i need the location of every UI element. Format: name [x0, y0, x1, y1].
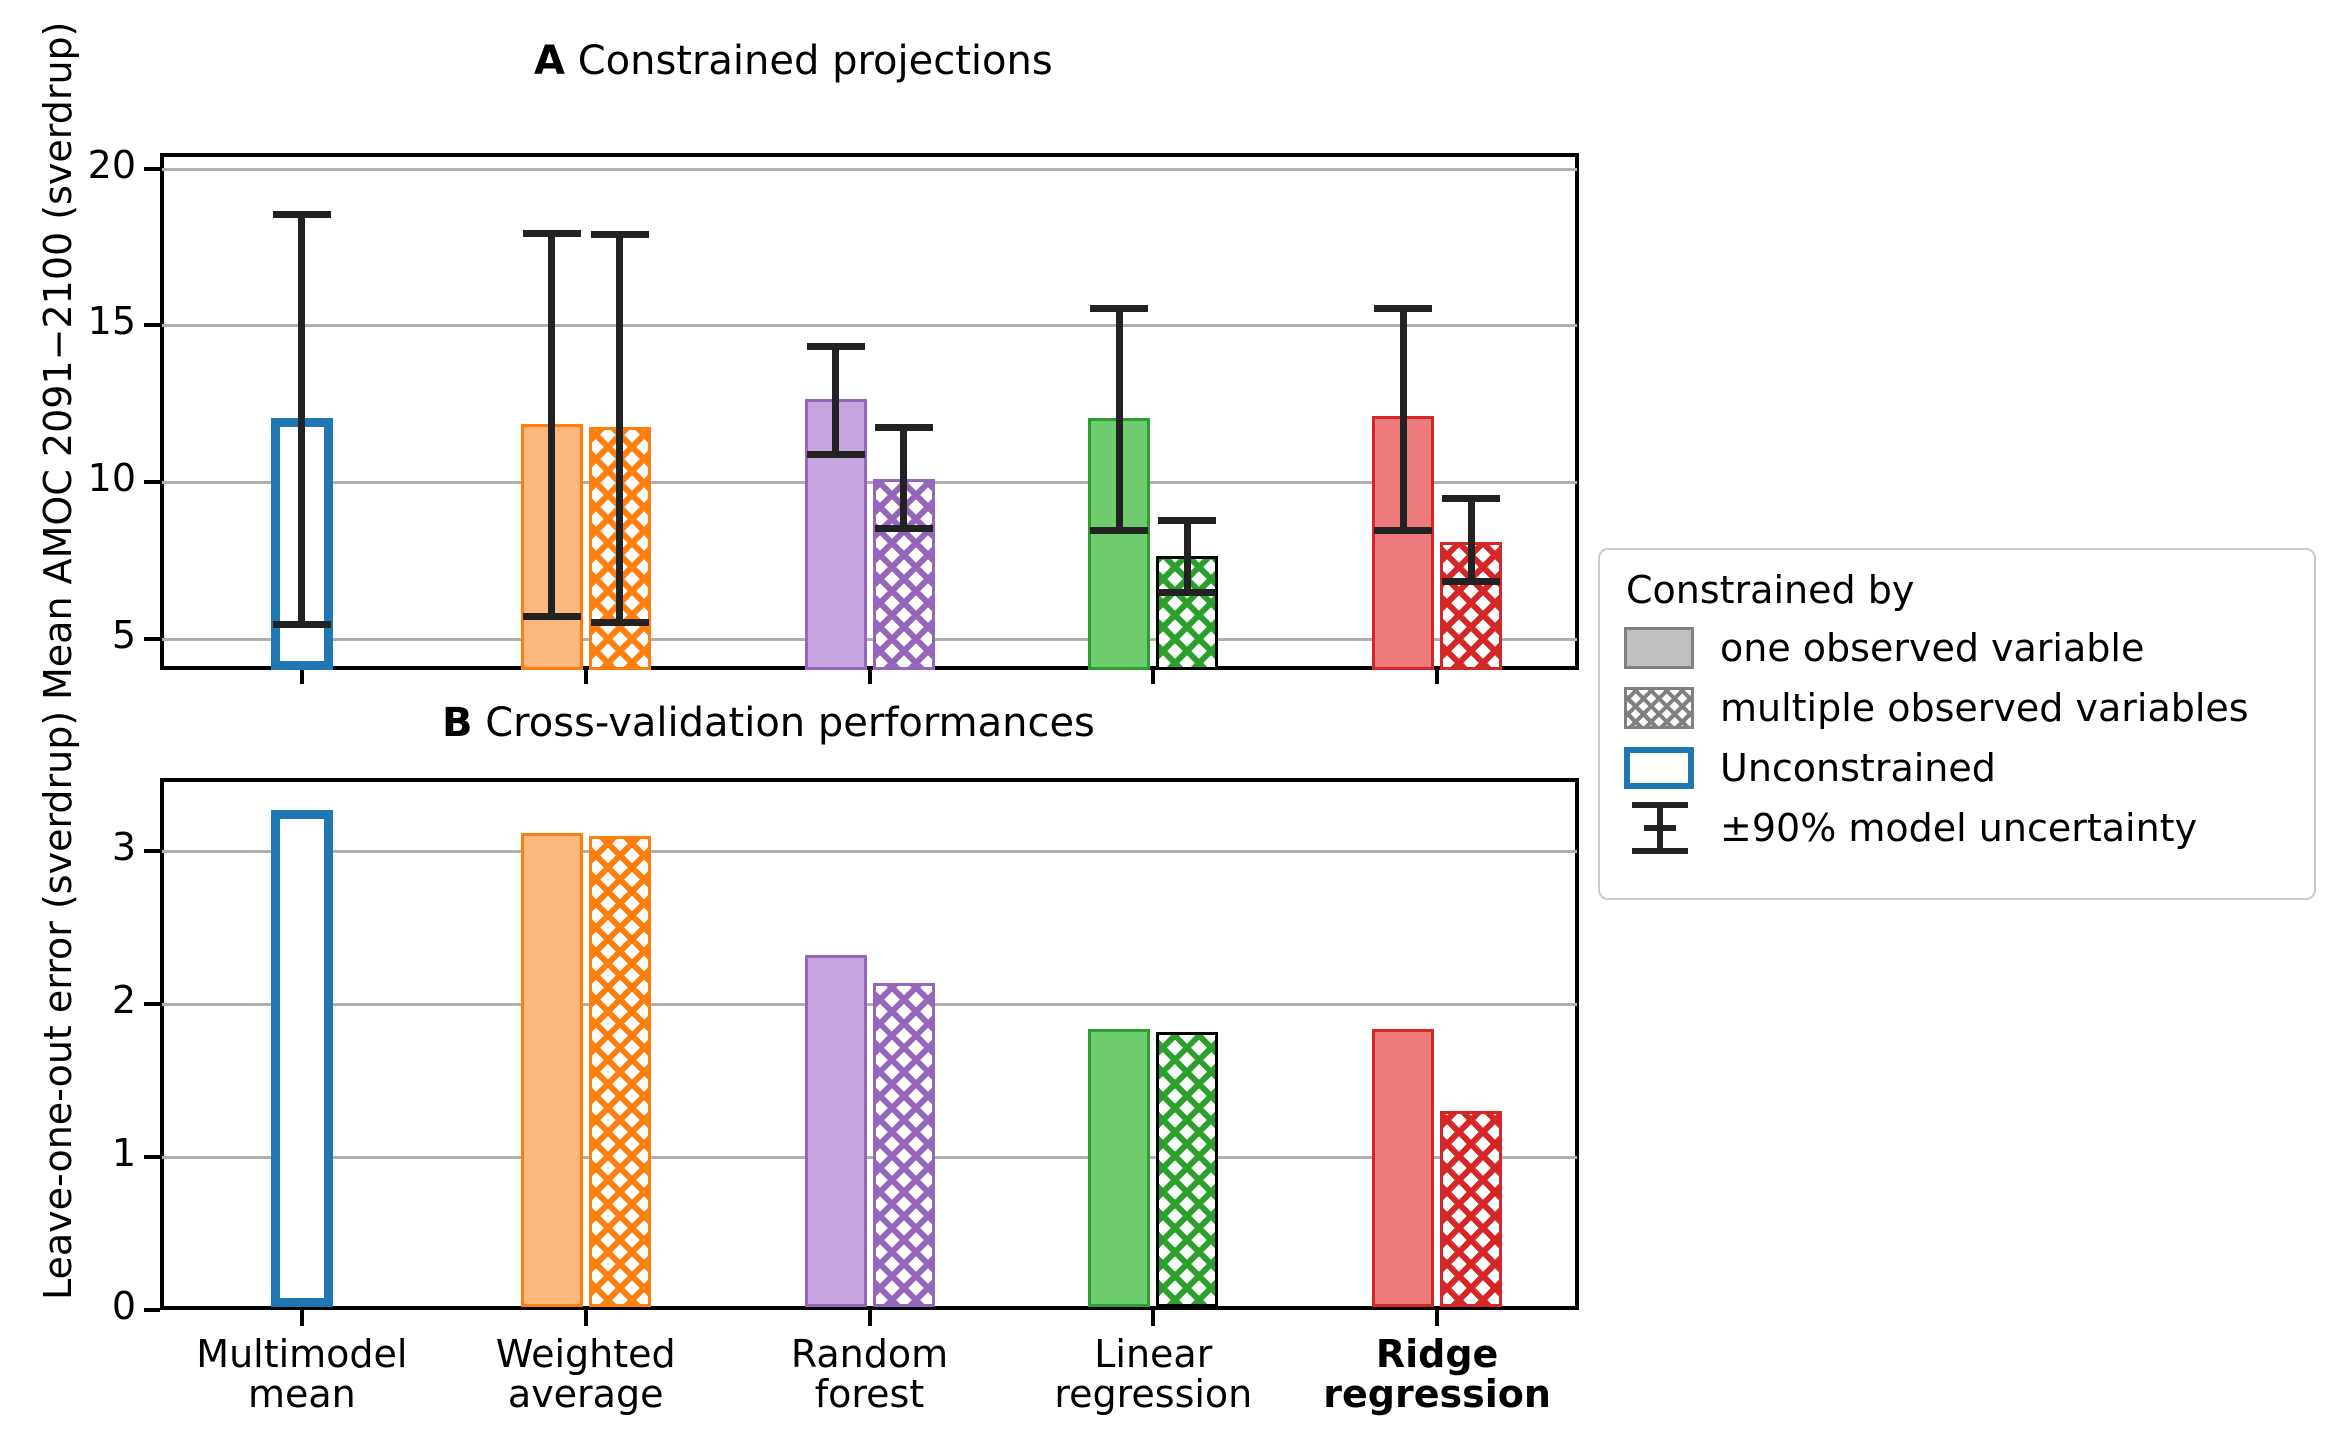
bar-solid: [520, 833, 583, 1307]
panel-a-ylabel: Mean AMOC 2091−2100 (sverdrup): [36, 21, 80, 700]
errorbar-cap-top: [874, 424, 933, 432]
gridline: [162, 850, 1577, 854]
errorbar-cap-top: [522, 229, 581, 237]
errorbar-cap-bottom: [590, 619, 649, 626]
legend-label: one observed variable: [1720, 626, 2145, 670]
errorbar-cap-top: [1090, 305, 1149, 313]
y-tick-mark: [144, 849, 160, 854]
x-tick-mark: [867, 670, 872, 684]
y-tick-label: 10: [87, 456, 136, 500]
errorbar-cap-bottom: [1374, 526, 1433, 534]
gridline: [162, 1156, 1577, 1160]
bar-hatched: [588, 836, 651, 1307]
legend-label: Unconstrained: [1720, 746, 1996, 790]
outlined-swatch-icon: [1624, 747, 1694, 789]
y-tick-mark: [144, 323, 160, 328]
x-tick-mark: [1435, 670, 1440, 684]
errorbar-cap-bottom: [1158, 589, 1217, 597]
errorbar-cap-bottom: [1090, 526, 1149, 534]
panel-b-title: B Cross-validation performances: [442, 700, 1095, 746]
legend-item-one-observed-variable[interactable]: one observed variable: [1624, 618, 2290, 678]
legend-title: Constrained by: [1626, 568, 1915, 612]
errorbar-cap-bottom: [272, 620, 331, 628]
y-tick-label: 3: [111, 825, 136, 870]
x-tick-mark: [299, 670, 304, 684]
bar-hatched: [872, 982, 935, 1307]
panel-a-title: A Constrained projections: [534, 38, 1053, 84]
panel-a-title-text: Constrained projections: [577, 38, 1053, 84]
errorbar-cap-bottom: [806, 451, 865, 459]
x-tick-mark: [299, 1310, 304, 1326]
bar-solid: [804, 955, 867, 1307]
x-tick-mark: [583, 1310, 588, 1326]
bar-hatched: [1156, 1031, 1219, 1307]
y-tick-label: 0: [111, 1284, 136, 1328]
gridline: [162, 1003, 1577, 1007]
errorbar-cap-top: [1158, 516, 1217, 524]
x-tick-label: Random forest: [790, 1332, 949, 1417]
errorbar-line: [1115, 308, 1123, 531]
legend-label: ±90% model uncertainty: [1720, 806, 2198, 850]
legend: Constrained by one observed variable mul…: [1598, 548, 2316, 900]
errorbar-line: [548, 232, 556, 617]
errorbar-cap-top: [1442, 494, 1501, 502]
errorbar-cap-top: [590, 231, 649, 239]
legend-item-multiple-observed-variables[interactable]: multiple observed variables: [1624, 678, 2290, 738]
errorbar-line: [1467, 497, 1475, 583]
y-tick-label: 1: [111, 1131, 136, 1176]
errorbar-line: [832, 345, 839, 456]
x-tick-mark: [867, 1310, 872, 1326]
legend-item-unconstrained[interactable]: Unconstrained: [1624, 738, 2290, 798]
panel-a-tag: A: [534, 38, 565, 84]
bar-solid: [270, 810, 333, 1307]
errorbar-cap-top: [806, 342, 865, 350]
legend-item-model-uncertainty[interactable]: ±90% model uncertainty: [1624, 798, 2290, 858]
y-tick-label: 2: [111, 978, 136, 1023]
y-tick-mark: [144, 1308, 160, 1312]
errorbar-cap-top: [272, 211, 331, 219]
errorbar-line: [900, 427, 907, 529]
bar-solid: [804, 398, 867, 670]
gridline: [162, 637, 1577, 641]
gridline: [162, 324, 1577, 328]
y-tick-mark: [144, 166, 160, 171]
hatched-swatch-icon: [1624, 687, 1694, 729]
y-tick-mark: [144, 480, 160, 484]
y-tick-label: 20: [87, 142, 136, 187]
gridline: [162, 481, 1577, 484]
x-tick-mark: [583, 670, 588, 684]
errorbar-line: [298, 214, 306, 625]
x-tick-label: Weighted average: [495, 1332, 676, 1417]
x-tick-mark: [1151, 670, 1156, 684]
errorbar-cap-top: [1374, 305, 1433, 313]
errorbar-cap-bottom: [1442, 578, 1501, 586]
y-tick-mark: [144, 1155, 160, 1160]
errorbar-cap-bottom: [522, 612, 581, 620]
errorbar-line: [616, 234, 624, 623]
panel-b-plot-area: [160, 778, 1579, 1310]
y-tick-mark: [144, 636, 160, 641]
bar-solid: [1372, 1028, 1435, 1307]
errorbar-cap-bottom: [874, 525, 933, 532]
x-tick-label: Linear regression: [1054, 1332, 1253, 1417]
x-tick-label: Multimodel mean: [196, 1332, 408, 1417]
bar-solid: [1088, 1028, 1151, 1307]
panel-a-plot-area: [160, 153, 1579, 670]
y-tick-mark: [144, 1002, 160, 1007]
y-tick-label: 15: [87, 299, 136, 344]
panel-b-title-text: Cross-validation performances: [485, 700, 1095, 746]
legend-label: multiple observed variables: [1720, 686, 2249, 730]
errorbar-line: [1399, 308, 1407, 531]
x-tick-mark: [1151, 1310, 1156, 1326]
x-tick-label: Ridge regression: [1323, 1332, 1551, 1417]
bar-hatched: [1440, 1111, 1503, 1307]
bar-solid: [1372, 416, 1435, 670]
gridline: [162, 167, 1577, 171]
panel-b-tag: B: [442, 700, 473, 746]
solid-swatch-icon: [1624, 627, 1694, 669]
errorbar-line: [1183, 519, 1191, 594]
y-tick-label: 5: [111, 612, 136, 657]
errorbar-icon: [1624, 802, 1694, 854]
x-tick-mark: [1435, 1310, 1440, 1326]
